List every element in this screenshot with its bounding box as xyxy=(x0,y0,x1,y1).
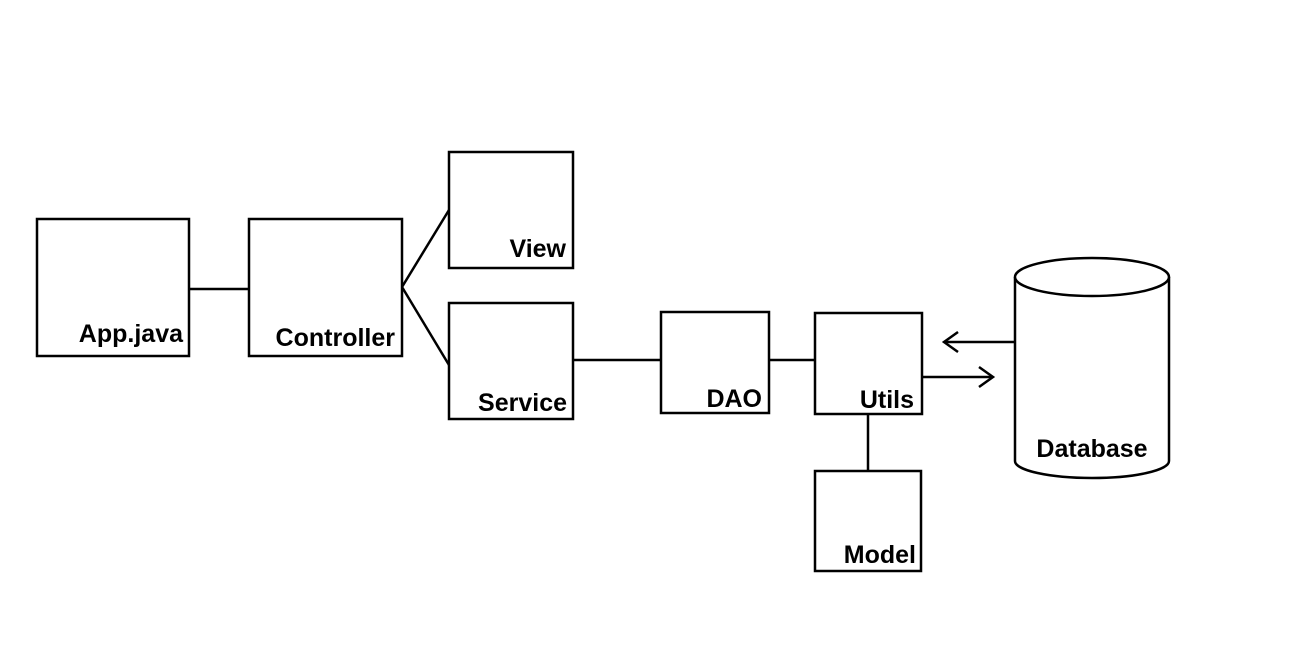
node-database: Database xyxy=(1013,256,1171,480)
node-controller-label: Controller xyxy=(276,324,396,352)
node-dao-label: DAO xyxy=(706,385,762,413)
node-app-java-label: App.java xyxy=(79,320,184,348)
arrow-database-to-utils xyxy=(941,330,1015,354)
node-service: Service xyxy=(447,301,575,421)
node-model-label: Model xyxy=(844,541,916,569)
node-app-java: App.java xyxy=(35,217,191,358)
edge-controller-service xyxy=(400,286,451,366)
node-utils: Utils xyxy=(813,311,924,416)
arrow-utils-to-database xyxy=(922,365,996,389)
node-dao: DAO xyxy=(659,310,771,415)
node-utils-label: Utils xyxy=(860,386,914,414)
node-controller: Controller xyxy=(247,217,404,358)
node-database-label: Database xyxy=(1036,435,1147,463)
node-model: Model xyxy=(813,469,923,573)
node-view-label: View xyxy=(509,235,566,263)
edge-controller-view xyxy=(400,209,451,288)
node-view: View xyxy=(447,150,575,270)
node-service-label: Service xyxy=(478,389,567,417)
database-cylinder-body xyxy=(1013,277,1171,480)
database-cylinder-top xyxy=(1013,256,1171,298)
